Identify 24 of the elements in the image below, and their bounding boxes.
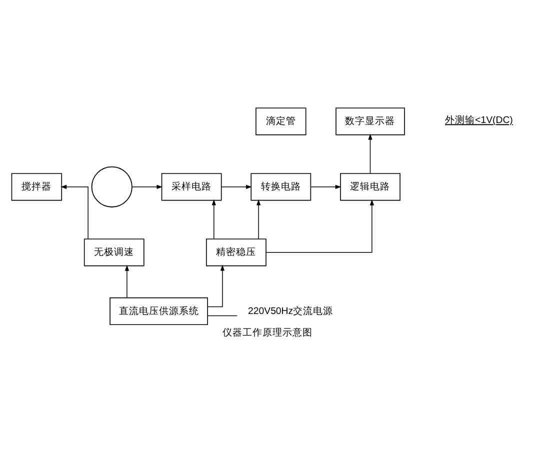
node-box: 滴定管 (256, 108, 306, 136)
label: 外测输<1V(DC) (445, 115, 513, 126)
node-box: 逻辑电路 (340, 173, 400, 201)
node-box: 无极调速 (84, 238, 144, 266)
arrow (266, 199, 374, 253)
arrow (310, 184, 342, 189)
arrow (368, 134, 372, 174)
arrow (132, 184, 163, 189)
node-box: 转换电路 (250, 173, 312, 201)
node-box: 数字显示器 (336, 108, 405, 136)
node-box: 采样电路 (161, 173, 222, 201)
node-box: 精密稳压 (206, 238, 266, 266)
arrow (212, 199, 216, 240)
node-picture (91, 166, 132, 208)
connector (207, 315, 238, 316)
arrow (207, 264, 225, 308)
arrow (221, 184, 252, 189)
node-box: 直流电压供源系统 (110, 297, 208, 326)
caption: 仪器工作原理示意图 (222, 327, 312, 338)
arrow (256, 199, 261, 240)
node-text: 220V50Hz交流电源 (248, 306, 334, 317)
node-box: 搅拌器 (11, 173, 62, 201)
arrow (60, 184, 88, 240)
arrow (124, 264, 130, 298)
